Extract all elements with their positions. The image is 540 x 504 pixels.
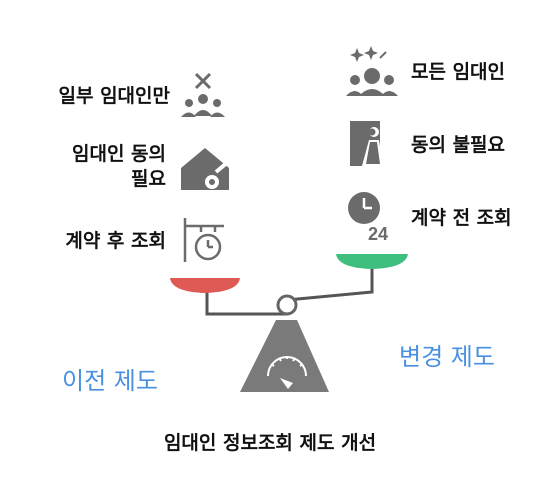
left-item-label-3: 계약 후 조회 bbox=[65, 230, 166, 252]
scale-pivot bbox=[276, 294, 298, 316]
left-item-label-2b: 필요 bbox=[131, 168, 166, 190]
right-pan bbox=[336, 254, 408, 269]
right-item-label-3: 계약 전 조회 bbox=[411, 207, 512, 229]
clock-24-icon: 24 bbox=[348, 192, 388, 244]
right-item-label-1: 모든 임대인 bbox=[411, 61, 506, 83]
svg-text:24: 24 bbox=[368, 224, 388, 244]
scale-base bbox=[240, 320, 329, 392]
right-heading: 변경 제도 bbox=[399, 343, 495, 371]
people-x-icon bbox=[181, 72, 225, 117]
right-item-label-2: 동의 불필요 bbox=[411, 134, 506, 156]
left-item-label-1: 일부 임대인만 bbox=[58, 85, 171, 107]
left-heading: 이전 제도 bbox=[62, 367, 158, 395]
people-sparkle-icon bbox=[346, 46, 398, 96]
left-pan bbox=[170, 278, 240, 293]
left-item-label-2a: 임대인 동의 bbox=[71, 143, 166, 165]
diagram-title: 임대인 정보조회 제도 개선 bbox=[163, 432, 377, 454]
clock-sign-icon bbox=[183, 218, 224, 262]
person-exit-door-icon bbox=[350, 121, 383, 166]
house-key-icon bbox=[181, 148, 229, 190]
